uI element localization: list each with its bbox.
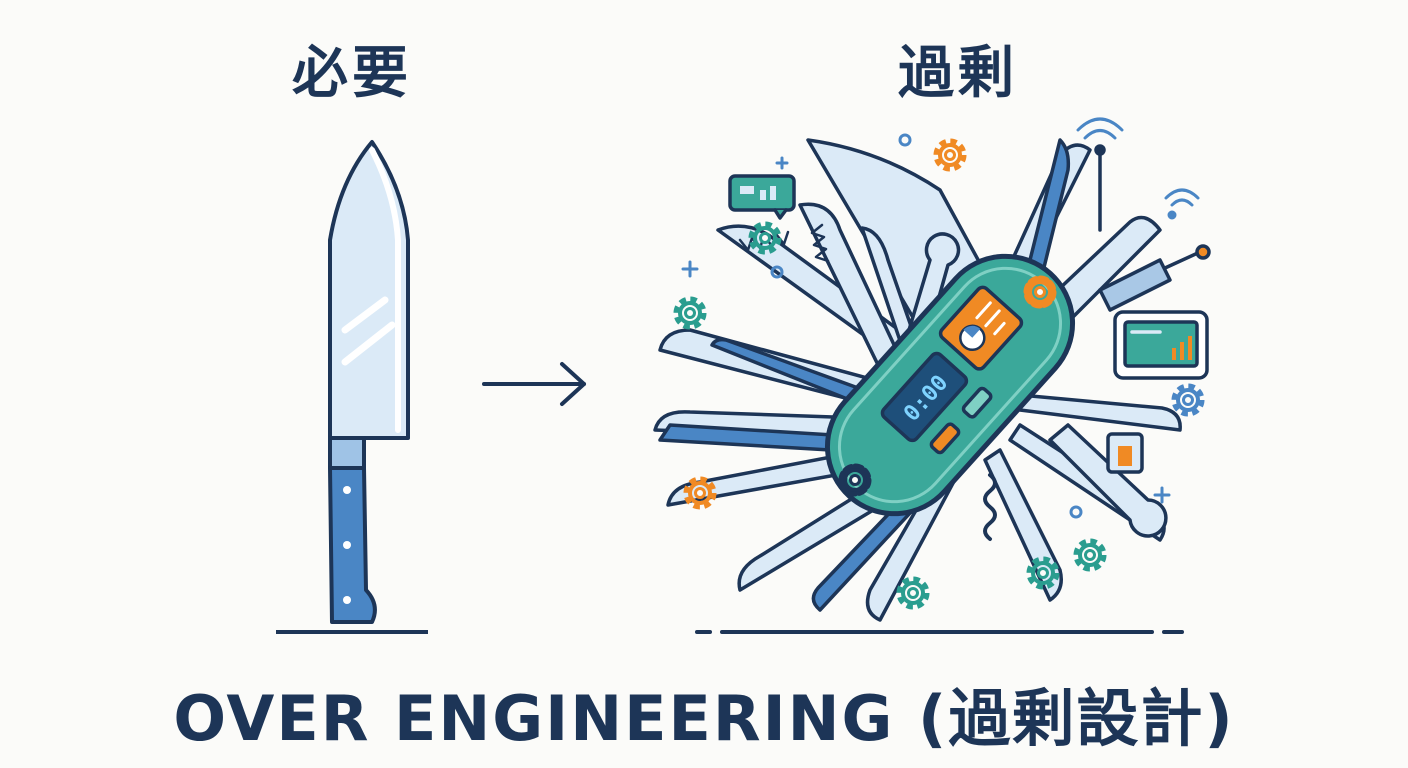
decor-sparkles — [681, 133, 1177, 519]
label-excessive: 過剰 — [898, 41, 1018, 106]
kitchen-knife-icon — [328, 140, 410, 624]
caption-title: OVER ENGINEERING (過剰設計) — [173, 682, 1235, 755]
label-necessary: 必要 — [292, 41, 412, 106]
multi-tool-icon: 0:00 — [653, 117, 1211, 622]
arrow-right-icon — [482, 362, 586, 406]
